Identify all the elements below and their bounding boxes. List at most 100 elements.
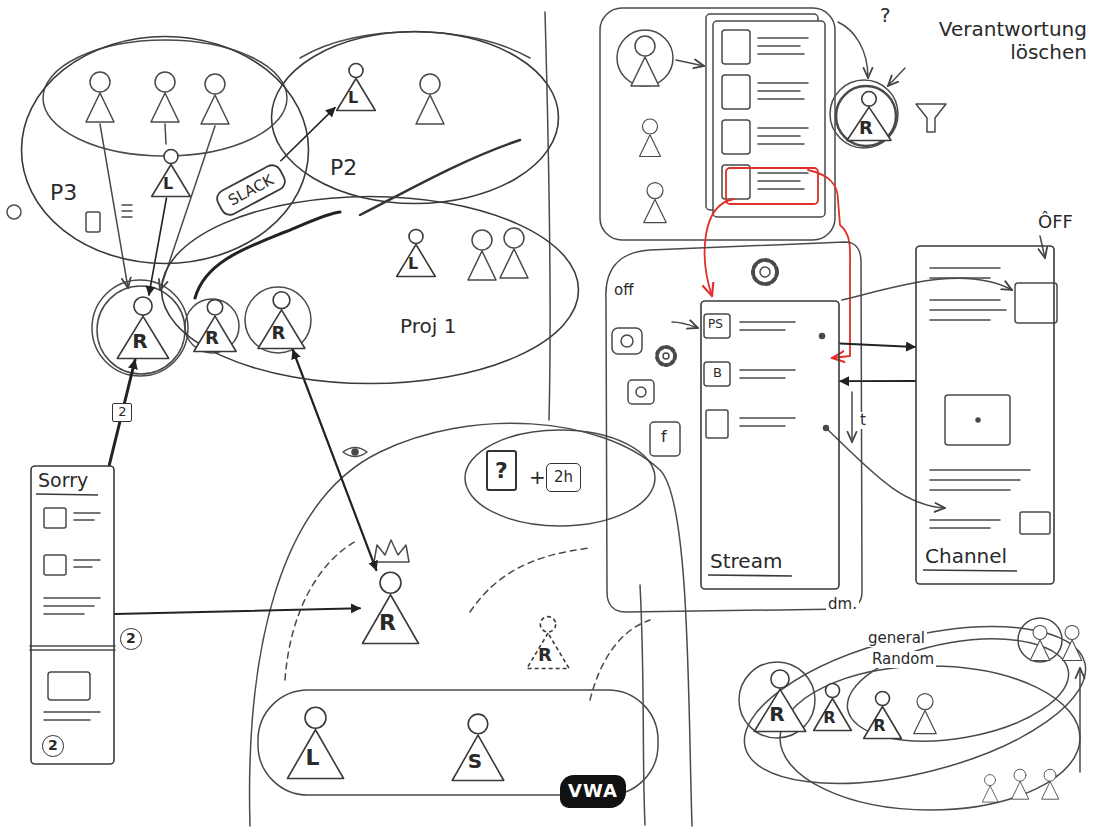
focus-circles: [245, 287, 311, 353]
stream-rows: [704, 362, 730, 386]
icon-label: f: [659, 428, 669, 446]
divider-lines: [640, 585, 645, 825]
group-ellipse: [162, 197, 579, 384]
person-letter: R: [256, 324, 301, 342]
dm-groups: [1012, 769, 1029, 799]
tool-tag: SLACK: [213, 161, 290, 220]
screen-panel-outline: [700, 300, 840, 590]
channel-content: [930, 470, 1030, 490]
person-head: [164, 150, 178, 164]
inbox-panel: [640, 119, 661, 157]
node-title: Stream: [710, 550, 782, 573]
group-ellipse: L P2: [270, 30, 560, 205]
feed-column-outline: [30, 465, 115, 765]
phone-outline: [672, 322, 698, 328]
phone-outline: [753, 260, 777, 284]
feed-items: [44, 598, 100, 614]
node-title: P2: [330, 155, 357, 180]
dm-groups: [1062, 625, 1082, 660]
person-figure: S: [450, 712, 506, 782]
person-figure-outline: [450, 712, 506, 782]
inbox-panel: [631, 36, 659, 86]
callout-number: 2: [42, 735, 64, 757]
dm-groups: [1012, 769, 1029, 799]
dm-groups: [1030, 625, 1050, 660]
inbox-panel: [758, 83, 808, 99]
tag-border: [214, 162, 288, 218]
inbox-panel: [644, 183, 666, 223]
question-card: ?: [486, 450, 517, 491]
person-head: [380, 572, 401, 593]
person-figure: L: [335, 62, 377, 112]
inbox-panel: [706, 14, 818, 210]
p3-figures: [86, 72, 114, 122]
inbox-panel: [713, 21, 825, 217]
title-underline: [36, 494, 98, 495]
plus-sign: +: [527, 466, 548, 489]
dm-groups: [739, 662, 815, 738]
person-head: [540, 617, 555, 632]
feed-column-outline: [31, 466, 114, 764]
channel-content: [930, 268, 1057, 534]
person-letter: R: [192, 329, 232, 347]
room-outline: [465, 430, 655, 526]
channel-content: [930, 268, 1000, 278]
dm-groups: [1018, 618, 1062, 662]
focus-circles: [97, 286, 185, 374]
room-outline: [250, 423, 692, 826]
inbox-panel: [722, 30, 750, 64]
p3-figures: [201, 74, 229, 124]
phone-outline: [650, 422, 680, 456]
title-underline: [708, 575, 792, 576]
stream-rows: [740, 370, 795, 378]
feed-items: [44, 712, 100, 720]
person-figure: R: [812, 682, 853, 732]
team-figures: [468, 230, 496, 280]
person-letter: S: [450, 751, 500, 771]
divider-lines: [545, 12, 550, 420]
person-head: [409, 230, 423, 244]
focus-circles: [185, 299, 239, 353]
stream-rows: [820, 334, 825, 339]
edge-label: 2: [112, 403, 132, 422]
group-ellipse-outline: [272, 32, 559, 204]
feed-items: [74, 513, 100, 520]
person-figure: R: [862, 690, 903, 740]
eye-symbol: [343, 448, 367, 457]
person-letter: L: [395, 256, 431, 272]
node-title: P3: [50, 180, 77, 205]
phone-outline: [760, 267, 770, 277]
person-head: [771, 670, 789, 688]
group-ellipse-outline: [20, 35, 310, 265]
group-label: general: [866, 630, 927, 647]
focus-circles: [92, 280, 311, 376]
channel-content: [930, 300, 1006, 320]
channel-content: [1020, 512, 1050, 534]
inbox-panel: [676, 60, 704, 66]
stream-rows: [706, 410, 728, 438]
person-figure: L: [285, 705, 346, 780]
note: off: [612, 282, 636, 299]
inbox-panel: [722, 165, 750, 199]
panel-border: [916, 246, 1054, 584]
person-figure: R: [845, 90, 893, 142]
channel-content: [945, 395, 1010, 445]
team-figures: [416, 74, 528, 280]
p3-figures: [86, 212, 100, 232]
tool-tag-outline: [214, 162, 288, 218]
node-title: Proj 1: [400, 315, 456, 338]
person-head: [468, 714, 488, 734]
inbox-panel: [722, 75, 750, 109]
feed-items: [44, 555, 66, 575]
feed-items: [30, 646, 115, 650]
group-ellipse: [272, 32, 559, 204]
connector: [840, 344, 915, 348]
team-figures: [416, 74, 444, 124]
room-outline: [374, 540, 409, 562]
person-head: [305, 707, 326, 728]
person-letter: R: [115, 331, 165, 351]
phone-outline: [612, 328, 642, 354]
inbox-panel: [888, 68, 905, 86]
room-outline: [470, 548, 590, 612]
p3-figures: [165, 124, 166, 144]
